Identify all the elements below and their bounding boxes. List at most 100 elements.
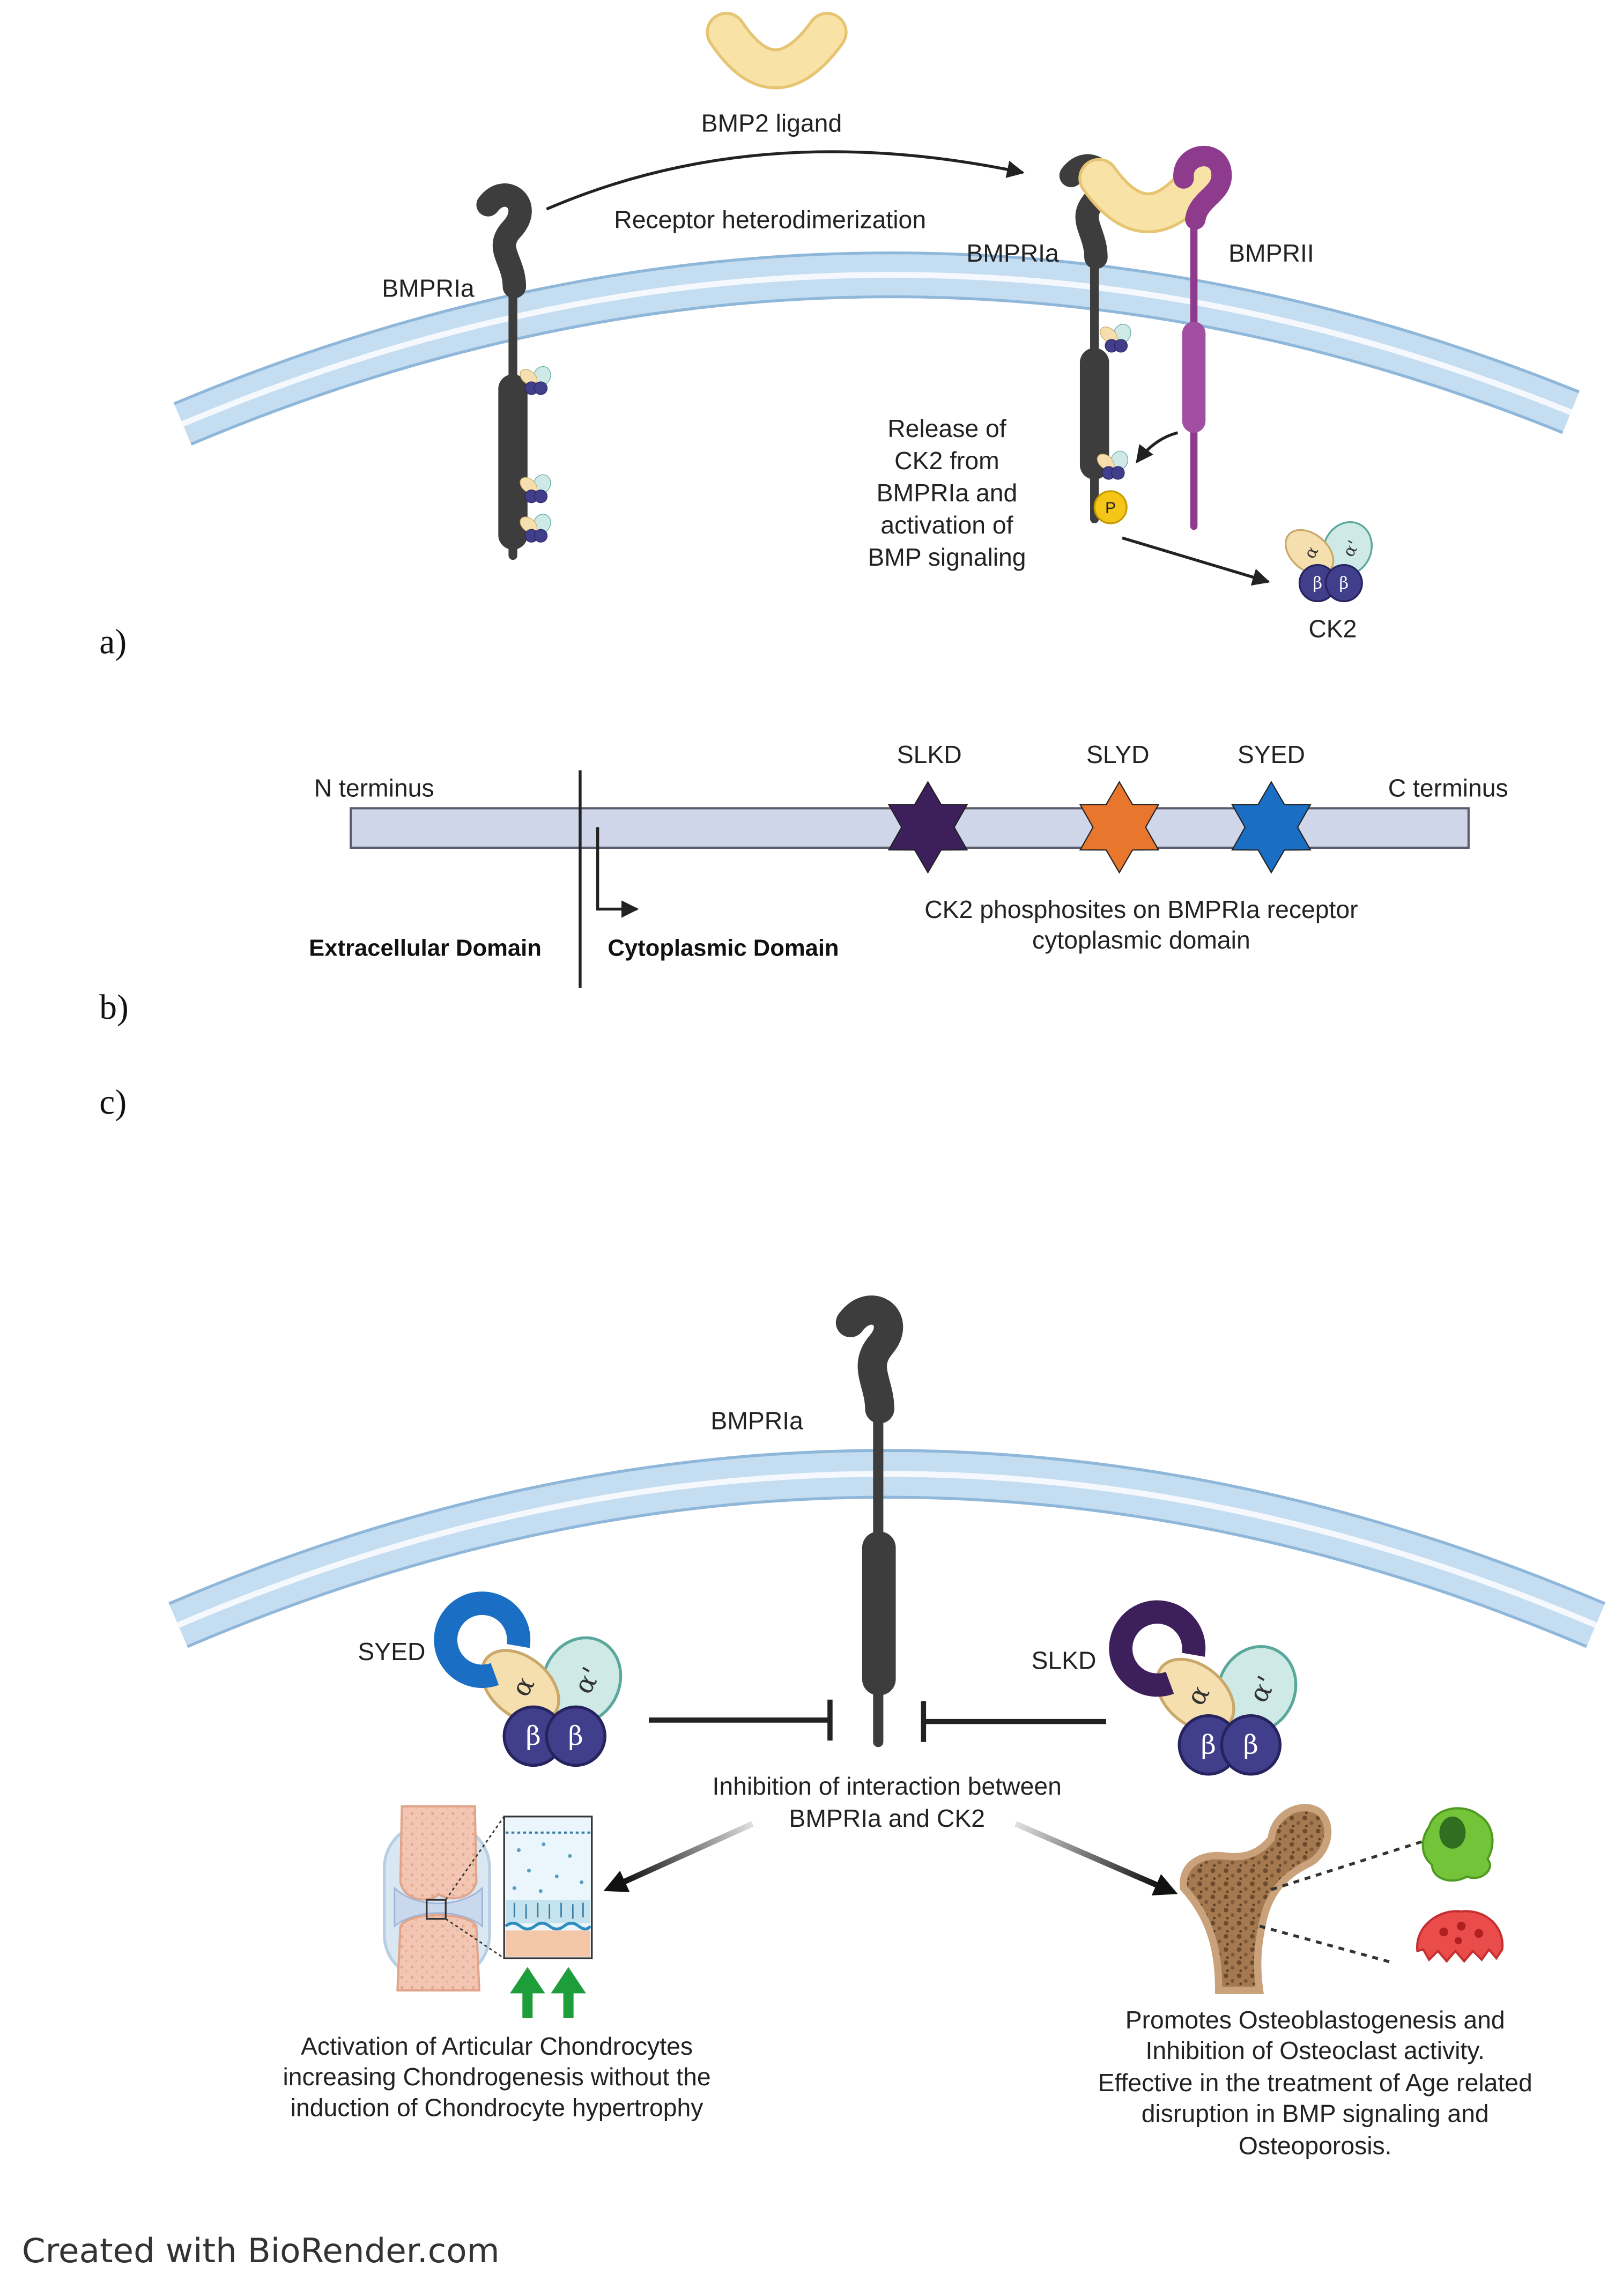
- increase-arrows: [510, 1967, 586, 2018]
- ck2-beta-subunit: [534, 490, 548, 503]
- cytoplasmic-domain-label: Cytoplasmic Domain: [608, 936, 839, 961]
- bmpria-right-label: BMPRIa: [966, 239, 1059, 267]
- osteo-text-line: Inhibition of Osteoclast activity.: [1146, 2036, 1485, 2064]
- phosphosite-caption-line: cytoplasmic domain: [1032, 926, 1250, 954]
- phosphosite-caption-line: CK2 phosphosites on BMPRIa receptor: [924, 895, 1358, 923]
- bmpria-left-label: BMPRIa: [382, 275, 475, 302]
- ck2-beta-label: β: [1313, 574, 1323, 593]
- bmpria-cytoplasmic-domain: [1079, 347, 1109, 480]
- up-arrow-icon: [563, 1990, 574, 2018]
- panel-b: SLKD SLYD SYED N terminus C terminus Ext…: [99, 740, 1508, 1027]
- phosphosite-ring: [1109, 1600, 1206, 1697]
- phosphosite-star-slyd: [1079, 781, 1160, 874]
- phosphate-badge: P: [1093, 490, 1128, 524]
- bmpria-cytoplasmic-domain: [498, 374, 528, 550]
- inhibition-text-line: BMPRIa and CK2: [789, 1804, 985, 1832]
- cell-membrane-a: [173, 251, 1580, 446]
- up-arrow-icon: [522, 1990, 533, 2018]
- zoom-connector: [445, 1918, 505, 1959]
- phosphosite-label-slyd: SLYD: [1086, 740, 1150, 768]
- phosphosite-label-slkd: SLKD: [897, 740, 962, 768]
- n-terminus-label: N terminus: [314, 774, 434, 802]
- ck2-beta-label: β: [1201, 1729, 1216, 1760]
- osteoclast-cell-icon: [1416, 1910, 1504, 1963]
- ck2-complex-small: [1097, 451, 1129, 480]
- bmprii-extracellular-hook: [1173, 146, 1232, 230]
- tibia-end: [396, 1914, 481, 1992]
- slkd-site-label: SLKD: [1031, 1647, 1096, 1675]
- ck2-label: CK2: [1308, 615, 1357, 643]
- release-text-line: BMP signaling: [868, 543, 1026, 571]
- femur-bone-illustration: [1180, 1804, 1332, 1994]
- cytoplasmic-direction-arrow: [596, 827, 639, 918]
- bmpria-extracellular-hook: [476, 183, 532, 299]
- phosphate-label: P: [1105, 499, 1116, 517]
- extracellular-domain-label: Extracellular Domain: [309, 936, 542, 961]
- panel-b-label: b): [99, 988, 128, 1027]
- ck2-complex-small: [520, 474, 551, 503]
- osteo-text-line: Promotes Osteoblastogenesis and: [1125, 2006, 1505, 2034]
- panel-a-label: a): [99, 623, 127, 662]
- chondro-text-line: Activation of Articular Chondrocytes: [301, 2032, 693, 2060]
- phosphosite-star-slkd: [887, 781, 968, 874]
- chondro-text-line: increasing Chondrogenesis without the: [283, 2063, 711, 2091]
- ck2-beta-label: β: [526, 1720, 541, 1751]
- ck2-beta-subunit: [1220, 1714, 1282, 1776]
- osteo-text-line: disruption in BMP signaling and: [1142, 2099, 1489, 2127]
- release-text-line: Release of: [887, 414, 1006, 442]
- osteo-text-line: Osteoporosis.: [1239, 2131, 1392, 2159]
- phosphosite-label-syed: SYED: [1238, 740, 1305, 768]
- ck2-beta-label: β: [568, 1720, 583, 1751]
- release-text-line: CK2 from: [894, 447, 999, 475]
- zoom-region-box: [426, 1899, 447, 1920]
- bmp2-ligand: [706, 12, 848, 90]
- up-arrow-icon: [510, 1967, 545, 1994]
- osteoclast-connector: [1259, 1924, 1393, 1964]
- bmprii-label: BMPRII: [1228, 239, 1314, 267]
- biorender-credit: Created with BioRender.com: [22, 2231, 500, 2270]
- ck2-beta-subunit: [534, 381, 548, 395]
- bmprii-receptor: [1173, 146, 1232, 530]
- bone-outcome-text: Promotes Osteoblastogenesis and Inhibiti…: [1098, 2006, 1532, 2159]
- inhibition-symbol-left: [649, 1699, 833, 1741]
- ck2-beta-label: β: [1339, 574, 1349, 593]
- bmpria-cytoplasmic-domain: [862, 1531, 896, 1695]
- phosphosite-ring: [434, 1591, 531, 1688]
- release-text-line: BMPRIa and: [877, 479, 1018, 507]
- arrow-to-bone: [1014, 1821, 1178, 1895]
- inhibition-symbol-right: [921, 1701, 1106, 1742]
- chondro-text-line: induction of Chondrocyte hypertrophy: [291, 2093, 704, 2121]
- release-text: Release of CK2 from BMPRIa and activatio…: [868, 414, 1026, 571]
- bmprii-kinase-domain: [1182, 321, 1206, 433]
- bmpria-extracellular-hook: [835, 1295, 903, 1424]
- ck2-complex-small: [520, 366, 551, 395]
- ck2-complex-small: [1100, 323, 1131, 353]
- ck2-beta-subunit: [1111, 466, 1125, 480]
- bmp2-ligand-bound: [1078, 155, 1222, 233]
- bmp2-ligand-label: BMP2 ligand: [701, 109, 842, 137]
- osteoblast-connector: [1271, 1837, 1433, 1891]
- ck2-beta-subunit: [1114, 339, 1128, 353]
- ck2-release-arrow: [1122, 536, 1270, 586]
- cartilage-inset: [503, 1816, 593, 1959]
- ck2-beta-subunit: [1324, 564, 1363, 602]
- arrow-to-chondrocytes: [603, 1821, 754, 1892]
- heterodimerization-arrow: [546, 150, 1025, 211]
- bmpria-receptor-c: [835, 1295, 903, 1747]
- phosphorylation-arrow: [1136, 431, 1179, 464]
- c-terminus-label: C terminus: [1388, 774, 1508, 802]
- phosphosite-star-syed: [1231, 781, 1312, 874]
- ck2-complex-small: [520, 514, 551, 543]
- cell-membrane-c: [168, 1449, 1606, 1648]
- chondrocyte-outcome-text: Activation of Articular Chondrocytes inc…: [283, 2032, 711, 2121]
- knee-joint-illustration: [383, 1805, 505, 1992]
- osteoblast-cell-icon: [1421, 1807, 1494, 1882]
- heterodimerization-label: Receptor heterodimerization: [614, 205, 926, 233]
- femur-end: [399, 1805, 478, 1901]
- articular-cartilage: [394, 1886, 483, 1928]
